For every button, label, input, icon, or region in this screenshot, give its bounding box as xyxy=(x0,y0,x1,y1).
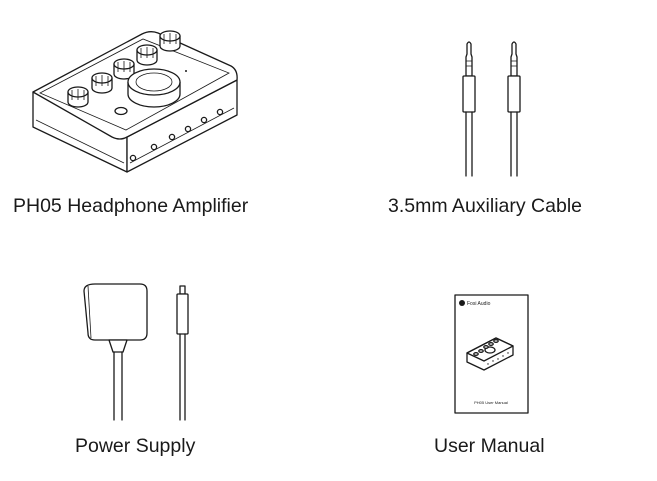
manual-brand-text: Fosi Audio xyxy=(467,301,491,307)
caption-headphone-amplifier: PH05 Headphone Amplifier xyxy=(13,195,249,217)
manual-title-text: PH05 User Manual xyxy=(474,400,508,405)
caption-user-manual: User Manual xyxy=(434,435,545,457)
caption-aux-cable: 3.5mm Auxiliary Cable xyxy=(388,195,582,217)
caption-power-supply: Power Supply xyxy=(75,435,196,457)
